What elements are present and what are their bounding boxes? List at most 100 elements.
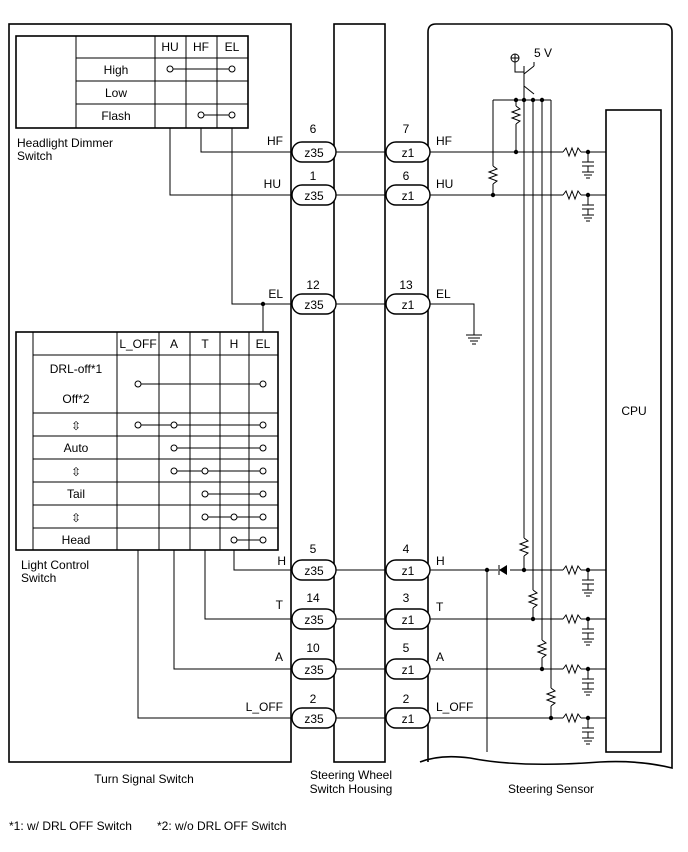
through-wires [336, 151, 388, 719]
svg-text:z35: z35 [304, 712, 324, 726]
light-control-table: L_OFF A T H EL DRL-off*1 Off*2 ⇳ Auto ⇳ … [15, 331, 279, 551]
light-row-tail: Tail [67, 487, 85, 501]
wire-label-left-hf: HF [267, 134, 283, 148]
svg-text:z35: z35 [304, 564, 324, 578]
turn-signal-switch-label: Turn Signal Switch [94, 772, 194, 786]
wire-label-right-el: EL [436, 287, 451, 301]
wire-label-left-loff: L_OFF [246, 700, 283, 714]
svg-text:z1: z1 [402, 146, 415, 160]
z1-connector-t: z1 [385, 608, 431, 630]
light-row-updown-1: ⇳ [71, 419, 81, 433]
dimmer-row-flash: Flash [101, 109, 130, 123]
z1-connector-loff: z1 [385, 707, 431, 729]
light-col-el: EL [256, 337, 271, 351]
power-label: 5 V [534, 46, 552, 60]
z35-connector-t: z35 [291, 608, 337, 630]
svg-text:z1: z1 [402, 613, 415, 627]
light-row-head: Head [62, 533, 91, 547]
dimmer-col-hf: HF [193, 40, 209, 54]
pin-right-t: 3 [403, 591, 410, 605]
dimmer-col-el: EL [225, 40, 240, 54]
light-control-title-2: Switch [21, 571, 56, 585]
h-line-diode [484, 565, 507, 752]
wire-label-left-el: EL [268, 287, 283, 301]
z1-connector-hf: z1 [385, 141, 431, 163]
dimmer-col-hu: HU [161, 40, 178, 54]
pin-left-el: 12 [306, 278, 320, 292]
light-control-title: Light Control [21, 558, 89, 572]
cpu-inputs [430, 146, 606, 745]
wire-label-right-loff: L_OFF [436, 700, 473, 714]
headlight-dimmer-title: Headlight Dimmer [17, 136, 113, 150]
pin-left-hu: 1 [310, 169, 317, 183]
z35-connector-el: z35 [291, 293, 337, 315]
pin-right-hf: 7 [403, 122, 410, 136]
pin-left-hf: 6 [310, 122, 317, 136]
svg-text:z35: z35 [304, 189, 324, 203]
cpu-label: CPU [621, 404, 646, 418]
svg-text:z1: z1 [402, 189, 415, 203]
z35-connector-h: z35 [291, 559, 337, 581]
power-supply-transistor [510, 53, 535, 100]
light-col-a: A [170, 337, 178, 351]
wire-label-right-hf: HF [436, 134, 452, 148]
svg-text:z1: z1 [402, 298, 415, 312]
pin-right-loff: 2 [403, 692, 410, 706]
svg-text:z35: z35 [304, 298, 324, 312]
wire-label-left-a: A [275, 650, 283, 664]
footnote-2: *2: w/o DRL OFF Switch [157, 819, 287, 833]
wire-label-left-t: T [276, 598, 284, 612]
light-row-off: Off*2 [62, 392, 89, 406]
svg-text:z1: z1 [402, 712, 415, 726]
wire-label-right-a: A [436, 650, 444, 664]
svg-text:z35: z35 [304, 663, 324, 677]
light-row-updown-3: ⇳ [71, 511, 81, 525]
wire-label-left-hu: HU [264, 177, 281, 191]
pin-right-hu: 6 [403, 169, 410, 183]
svg-text:z1: z1 [402, 564, 415, 578]
switch-housing-label: Steering Wheel [310, 768, 392, 782]
turn-signal-switch-box [8, 23, 292, 763]
dimmer-row-low: Low [105, 86, 127, 100]
z35-connector-hu: z35 [291, 184, 337, 206]
pin-left-loff: 2 [310, 692, 317, 706]
steering-sensor-box [419, 23, 673, 770]
light-col-loff: L_OFF [119, 337, 156, 351]
headlight-dimmer-title-2: Switch [17, 149, 52, 163]
headlight-dimmer-table: HU HF EL High Low Flash [15, 35, 249, 129]
wire-label-right-h: H [436, 554, 445, 568]
pin-right-el: 13 [399, 278, 413, 292]
light-col-h: H [230, 337, 239, 351]
z1-connector-el: z1 [385, 293, 431, 315]
switch-housing-label-2: Switch Housing [310, 782, 393, 796]
cpu-box [605, 109, 662, 753]
z35-connector-loff: z35 [291, 707, 337, 729]
steering-wheel-switch-housing-box [333, 23, 386, 763]
pin-left-t: 14 [306, 591, 320, 605]
dimmer-row-high: High [104, 63, 129, 77]
svg-text:z35: z35 [304, 613, 324, 627]
svg-text:z35: z35 [304, 146, 324, 160]
pin-right-h: 4 [403, 542, 410, 556]
svg-text:z1: z1 [402, 663, 415, 677]
z1-connector-a: z1 [385, 658, 431, 680]
footnote-1: *1: w/ DRL OFF Switch [9, 819, 132, 833]
pullup-network [487, 97, 557, 721]
pin-left-a: 10 [306, 641, 320, 655]
wire-label-left-h: H [277, 554, 286, 568]
z1-connector-hu: z1 [385, 184, 431, 206]
wire-label-right-t: T [436, 600, 444, 614]
wire-label-right-hu: HU [436, 177, 453, 191]
pin-left-h: 5 [310, 542, 317, 556]
left-wiring [137, 128, 298, 719]
light-row-drl-off: DRL-off*1 [50, 362, 103, 376]
z35-connector-a: z35 [291, 658, 337, 680]
steering-sensor-label: Steering Sensor [508, 782, 594, 796]
el-ground-icon [430, 303, 482, 345]
light-row-updown-2: ⇳ [71, 465, 81, 479]
light-row-auto: Auto [64, 441, 89, 455]
light-col-t: T [201, 337, 209, 351]
pin-right-a: 5 [403, 641, 410, 655]
z1-connector-h: z1 [385, 559, 431, 581]
